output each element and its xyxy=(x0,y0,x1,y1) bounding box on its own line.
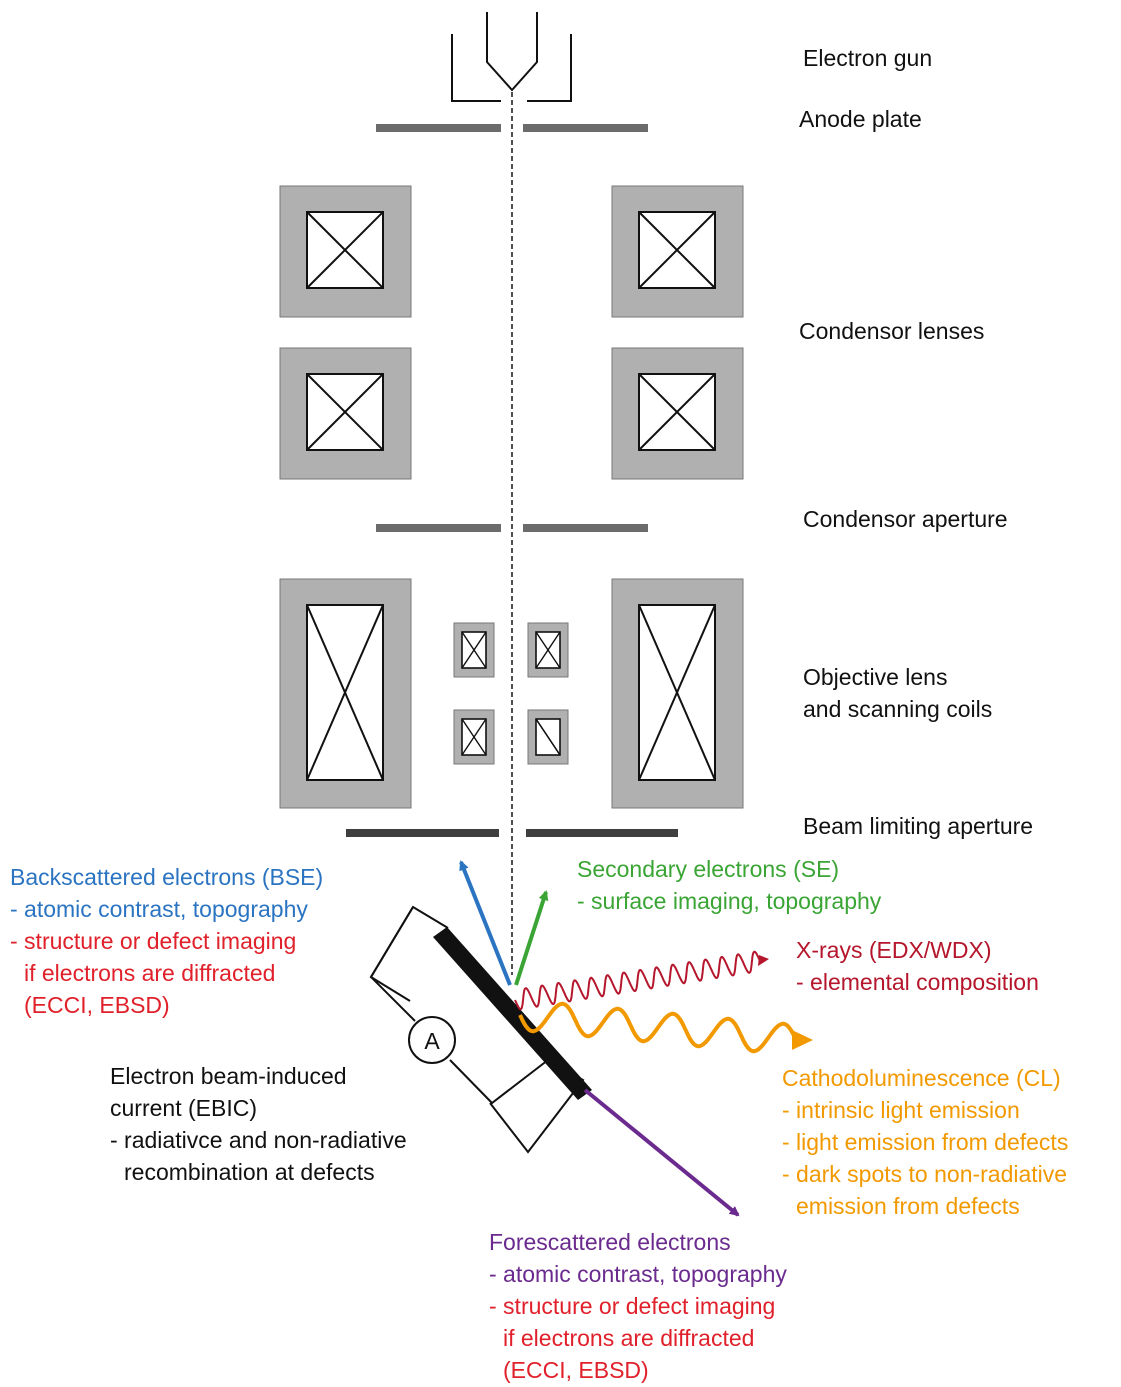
ebic-circuit-wires xyxy=(369,906,549,1105)
cl-line-4: emission from defects xyxy=(796,1193,1020,1219)
cl-line-2: - light emission from defects xyxy=(782,1129,1068,1155)
fse-line-3: if electrons are diffracted xyxy=(503,1325,754,1351)
condensor-lens-upper-right xyxy=(611,185,744,318)
label-objective-lens: Objective lens xyxy=(803,664,947,690)
label-scanning-coils: and scanning coils xyxy=(803,696,992,722)
xray-title: X-rays (EDX/WDX) xyxy=(796,937,992,963)
label-condensor-lenses: Condensor lenses xyxy=(799,318,984,344)
fse-line-2: - structure or defect imaging xyxy=(489,1293,775,1319)
electron-gun xyxy=(451,12,572,102)
fse-line-4: (ECCI, EBSD) xyxy=(503,1357,649,1383)
scanning-coil-upper-right xyxy=(527,622,569,678)
fse-title: Forescattered electrons xyxy=(489,1229,731,1255)
bse-line-2: - structure or defect imaging xyxy=(10,928,296,954)
bse-arrow xyxy=(459,860,512,986)
condensor-lens-lower-left xyxy=(279,347,412,480)
cl-line-1: - intrinsic light emission xyxy=(782,1097,1020,1123)
condensor-lens-lower-right xyxy=(611,347,744,480)
cl-arrowhead xyxy=(792,1030,813,1050)
xray-line-1: - elemental composition xyxy=(796,969,1039,995)
bse-title: Backscattered electrons (BSE) xyxy=(10,864,323,890)
ebic-title-1: Electron beam-induced xyxy=(110,1063,347,1089)
label-condensor-aperture: Condensor aperture xyxy=(803,506,1008,532)
condensor-lens-upper-left xyxy=(279,185,412,318)
anode-plate xyxy=(376,124,648,132)
scanning-coil-lower-left xyxy=(453,709,495,765)
label-electron-gun: Electron gun xyxy=(803,45,932,71)
label-anode-plate: Anode plate xyxy=(799,106,922,132)
objective-lens-right xyxy=(611,578,744,809)
xray-wave xyxy=(514,950,761,1011)
cl-line-3: - dark spots to non-radiative xyxy=(782,1161,1067,1187)
fse-line-1: - atomic contrast, topography xyxy=(489,1261,787,1287)
ebic-line-2: recombination at defects xyxy=(124,1159,375,1185)
xray-arrowhead xyxy=(758,955,769,966)
se-title: Secondary electrons (SE) xyxy=(577,856,839,882)
sample xyxy=(433,927,592,1100)
scanning-coil-upper-left xyxy=(453,622,495,678)
cl-title: Cathodoluminescence (CL) xyxy=(782,1065,1061,1091)
fse-arrow xyxy=(583,1088,740,1217)
objective-lens-left xyxy=(279,578,412,809)
label-beam-limiting-aperture: Beam limiting aperture xyxy=(803,813,1033,839)
ebic-circuit xyxy=(369,905,585,1154)
ammeter-label: A xyxy=(424,1028,440,1054)
bse-line-1: - atomic contrast, topography xyxy=(10,896,308,922)
cl-wave xyxy=(518,1001,798,1054)
beam-limiting-aperture xyxy=(346,829,678,837)
ebic-title-2: current (EBIC) xyxy=(110,1095,257,1121)
condensor-aperture xyxy=(376,524,648,532)
ammeter: A xyxy=(408,1016,456,1064)
bse-line-4: (ECCI, EBSD) xyxy=(24,992,170,1018)
se-line-1: - surface imaging, topography xyxy=(577,888,882,914)
bse-line-3: if electrons are diffracted xyxy=(24,960,275,986)
se-arrow xyxy=(514,890,549,986)
scanning-coil-lower-right xyxy=(527,709,569,765)
ebic-line-1: - radiativce and non-radiative xyxy=(110,1127,407,1153)
